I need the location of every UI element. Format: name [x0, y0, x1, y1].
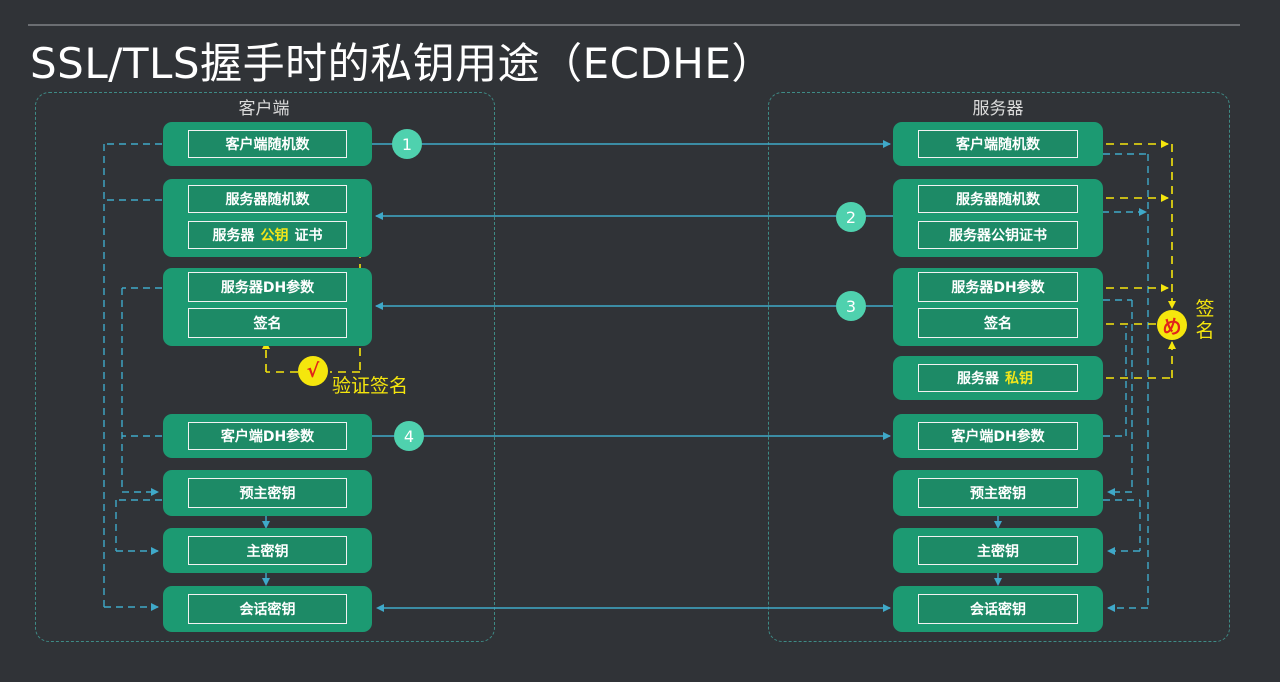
privkey-highlight: 私钥 — [1005, 371, 1033, 387]
client-panel — [35, 92, 495, 642]
server-card-master: 主密钥 — [893, 528, 1103, 573]
client-field-client-random: 客户端随机数 — [188, 130, 347, 158]
client-panel-label: 客户端 — [238, 99, 290, 119]
server-field-premaster: 预主密钥 — [918, 478, 1078, 508]
server-field-server-random: 服务器随机数 — [918, 185, 1078, 213]
step-3-marker: 3 — [836, 291, 866, 321]
step-4-marker: 4 — [394, 421, 424, 451]
step-1-marker: 1 — [392, 129, 422, 159]
client-field-server-cert: 服务器公钥证书 — [188, 221, 347, 249]
server-field-server-dh: 服务器DH参数 — [918, 272, 1078, 302]
server-card-private-key: 服务器私钥 — [893, 356, 1103, 400]
verify-signature-label: 验证签名 — [332, 375, 409, 397]
client-card-session: 会话密钥 — [163, 586, 372, 632]
cert-prefix: 服务器 — [212, 228, 255, 244]
server-field-private-key: 服务器私钥 — [918, 364, 1078, 392]
server-card-client-dh: 客户端DH参数 — [893, 414, 1103, 458]
server-card-server-info: 服务器随机数 服务器公钥证书 — [893, 179, 1103, 257]
privkey-prefix: 服务器 — [957, 371, 999, 387]
server-field-client-dh: 客户端DH参数 — [918, 422, 1078, 450]
server-card-session: 会话密钥 — [893, 586, 1103, 632]
server-field-session: 会话密钥 — [918, 594, 1078, 624]
client-field-server-random: 服务器随机数 — [188, 185, 347, 213]
client-field-master: 主密钥 — [188, 536, 347, 565]
client-card-client-dh: 客户端DH参数 — [163, 414, 372, 458]
server-field-pubkey-cert: 服务器公钥证书 — [918, 221, 1078, 249]
client-card-master: 主密钥 — [163, 528, 372, 573]
client-field-server-dh: 服务器DH参数 — [188, 272, 347, 302]
client-card-premaster: 预主密钥 — [163, 470, 372, 516]
client-field-premaster: 预主密钥 — [188, 478, 347, 508]
client-card-client-random: 客户端随机数 — [163, 122, 372, 166]
client-card-server-info: 服务器随机数 服务器公钥证书 — [163, 179, 372, 257]
server-card-client-random: 客户端随机数 — [893, 122, 1103, 166]
server-card-premaster: 预主密钥 — [893, 470, 1103, 516]
slide-title: SSL/TLS握手时的私钥用途（ECDHE） — [30, 39, 774, 88]
title-rule — [28, 24, 1240, 26]
client-field-client-dh: 客户端DH参数 — [188, 422, 347, 450]
server-panel — [768, 92, 1230, 642]
verify-check-icon: √ — [298, 356, 328, 386]
client-field-signature: 签名 — [188, 308, 347, 338]
cert-suffix: 证书 — [294, 228, 323, 244]
sign-label: 签名 — [1195, 298, 1215, 342]
client-card-dh-sign: 服务器DH参数 签名 — [163, 268, 372, 346]
server-panel-label: 服务器 — [972, 99, 1024, 119]
sign-marker-icon: め — [1157, 310, 1187, 340]
server-field-client-random: 客户端随机数 — [918, 130, 1078, 158]
server-field-master: 主密钥 — [918, 536, 1078, 565]
client-field-session: 会话密钥 — [188, 594, 347, 624]
server-field-signature: 签名 — [918, 308, 1078, 338]
step-2-marker: 2 — [836, 202, 866, 232]
cert-highlight-pubkey: 公钥 — [260, 228, 289, 244]
server-card-dh-sign: 服务器DH参数 签名 — [893, 268, 1103, 346]
